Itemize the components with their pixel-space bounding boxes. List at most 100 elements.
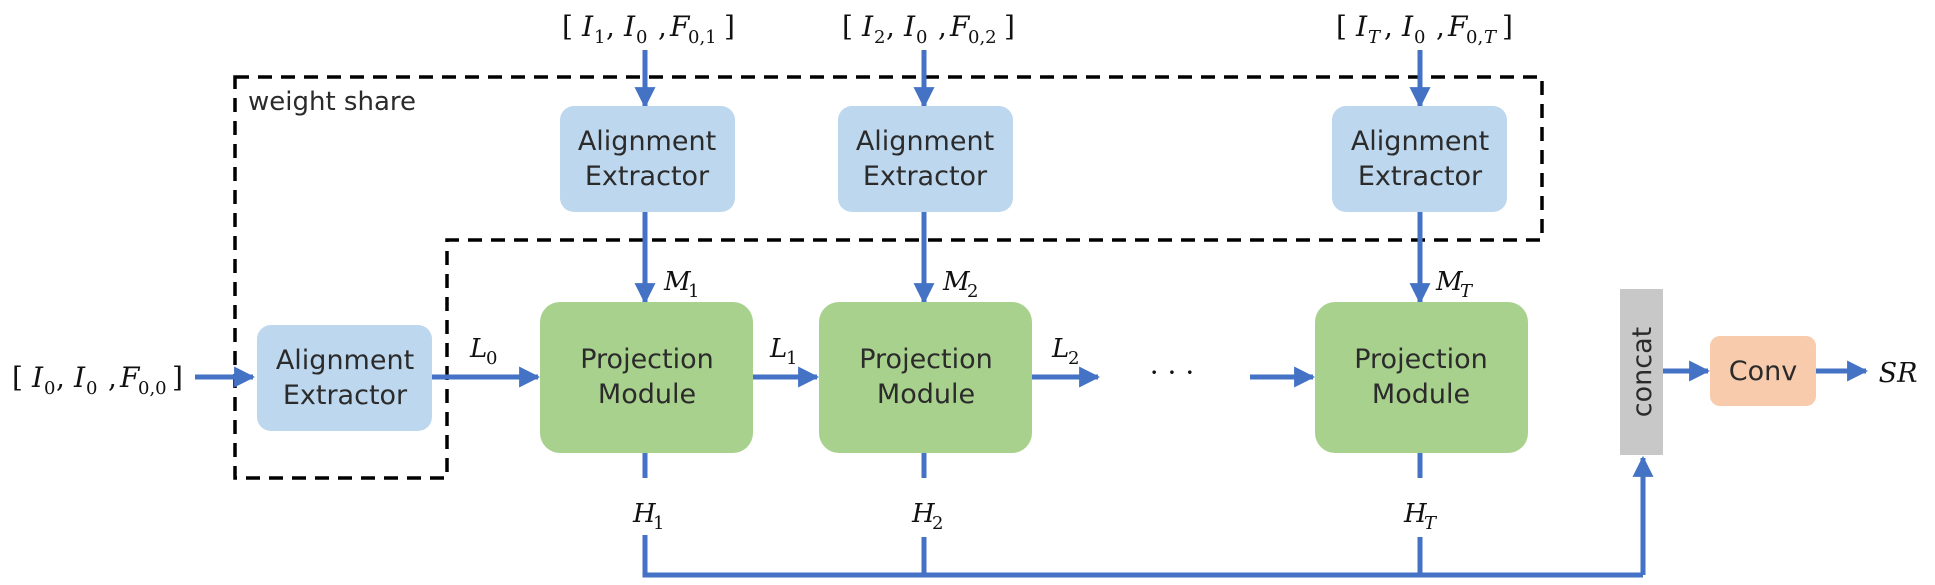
svg-text:Alignment: Alignment [1351, 126, 1489, 157]
svg-text:0,: 0, [1466, 27, 1483, 48]
svg-text:2: 2 [1068, 348, 1079, 369]
svg-text:M: M [663, 267, 692, 297]
svg-text:,: , [1436, 10, 1445, 43]
svg-text:Alignment: Alignment [856, 126, 994, 157]
svg-text:F: F [1447, 10, 1469, 43]
ellipsis: · · · [1150, 356, 1195, 389]
svg-text:Alignment: Alignment [276, 345, 414, 376]
svg-text:[: [ [842, 10, 853, 43]
label-mT: M T [1435, 267, 1474, 302]
svg-text:[: [ [12, 361, 23, 394]
svg-text:0: 0 [86, 378, 97, 399]
svg-text:Extractor: Extractor [863, 161, 988, 192]
projection-module-2: Projection Module [819, 302, 1032, 453]
svg-text:[: [ [562, 10, 573, 43]
svg-text:0,0: 0,0 [138, 378, 167, 399]
conv-block: Conv [1710, 336, 1816, 406]
svg-text:F: F [119, 361, 141, 394]
svg-text:]: ] [1004, 10, 1015, 43]
svg-text:T: T [1460, 281, 1474, 302]
svg-text:Module: Module [598, 379, 696, 410]
svg-text:M: M [1435, 267, 1464, 297]
svg-text:1: 1 [594, 27, 605, 48]
svg-text:I: I [1401, 10, 1414, 43]
svg-text:Extractor: Extractor [585, 161, 710, 192]
label-h1: H 1 [632, 499, 664, 534]
svg-text:Extractor: Extractor [283, 380, 408, 411]
alignment-extractor-t0: Alignment Extractor [257, 325, 432, 431]
svg-text:]: ] [724, 10, 735, 43]
svg-text:M: M [942, 267, 971, 297]
h-bus [642, 535, 1643, 578]
weight-share-label: weight share [248, 87, 416, 117]
svg-text:F: F [669, 10, 691, 43]
svg-text:2: 2 [967, 281, 978, 302]
svg-text:0: 0 [1414, 27, 1425, 48]
svg-text:I: I [623, 10, 636, 43]
svg-text:,: , [886, 10, 895, 43]
label-hT: H T [1403, 499, 1438, 534]
svg-text:]: ] [1502, 10, 1513, 43]
svg-text:2: 2 [874, 27, 885, 48]
output-label: SR [1879, 358, 1918, 389]
svg-text:]: ] [172, 361, 183, 394]
svg-text:concat: concat [1627, 327, 1658, 417]
svg-text:L: L [1051, 334, 1069, 364]
svg-text:0: 0 [44, 378, 55, 399]
svg-text:,: , [56, 361, 65, 394]
svg-text:2: 2 [932, 513, 943, 534]
svg-text:L: L [469, 334, 487, 364]
input-label-t2: [ I 2 , I 0 , F 0,2 ] [842, 10, 1015, 48]
svg-text:I: I [1355, 10, 1368, 43]
svg-text:I: I [903, 10, 916, 43]
svg-text:T: T [1368, 27, 1382, 48]
weight-share-region [233, 75, 1544, 480]
svg-text:I: I [31, 361, 44, 394]
svg-text:Projection: Projection [580, 344, 714, 375]
svg-text:H: H [1403, 499, 1428, 529]
svg-text:1: 1 [786, 348, 797, 369]
svg-text:0: 0 [486, 348, 497, 369]
svg-text:I: I [73, 361, 86, 394]
input-label-t0: [ I 0 , I 0 , F 0,0 ] [12, 361, 183, 399]
svg-text:Module: Module [1372, 379, 1470, 410]
svg-text:L: L [769, 334, 787, 364]
label-l1: L 1 [769, 334, 797, 369]
input-label-t1: [ I 1 , I 0 , F 0,1 ] [562, 10, 735, 48]
svg-text:0: 0 [636, 27, 647, 48]
label-l2: L 2 [1051, 334, 1079, 369]
svg-text:I: I [581, 10, 594, 43]
alignment-extractor-t1: Alignment Extractor [560, 106, 735, 212]
alignment-extractor-tT: Alignment Extractor [1332, 106, 1507, 212]
svg-text:Extractor: Extractor [1358, 161, 1483, 192]
label-m1: M 1 [663, 267, 699, 302]
svg-text:Alignment: Alignment [578, 126, 716, 157]
input-label-tT: [ I T , I 0 , F 0, T ] [1336, 10, 1513, 48]
svg-text:0: 0 [916, 27, 927, 48]
projection-module-1: Projection Module [540, 302, 753, 453]
svg-text:H: H [911, 499, 936, 529]
svg-text:[: [ [1336, 10, 1347, 43]
label-l0: L 0 [469, 334, 497, 369]
svg-text:,: , [658, 10, 667, 43]
svg-text:,: , [108, 361, 117, 394]
svg-text:I: I [861, 10, 874, 43]
svg-text:Projection: Projection [1354, 344, 1488, 375]
svg-text:T: T [1484, 27, 1498, 48]
svg-text:0,1: 0,1 [688, 27, 717, 48]
svg-text:,: , [606, 10, 615, 43]
svg-text:Module: Module [877, 379, 975, 410]
svg-text:Conv: Conv [1729, 356, 1797, 387]
alignment-extractor-t2: Alignment Extractor [838, 106, 1013, 212]
label-m2: M 2 [942, 267, 978, 302]
svg-text:T: T [1424, 513, 1438, 534]
svg-text:,: , [1384, 10, 1393, 43]
svg-text:0,2: 0,2 [968, 27, 997, 48]
svg-text:Projection: Projection [859, 344, 993, 375]
svg-text:1: 1 [653, 513, 664, 534]
svg-text:H: H [632, 499, 657, 529]
svg-text:F: F [949, 10, 971, 43]
projection-module-T: Projection Module [1315, 302, 1528, 453]
svg-text:,: , [938, 10, 947, 43]
